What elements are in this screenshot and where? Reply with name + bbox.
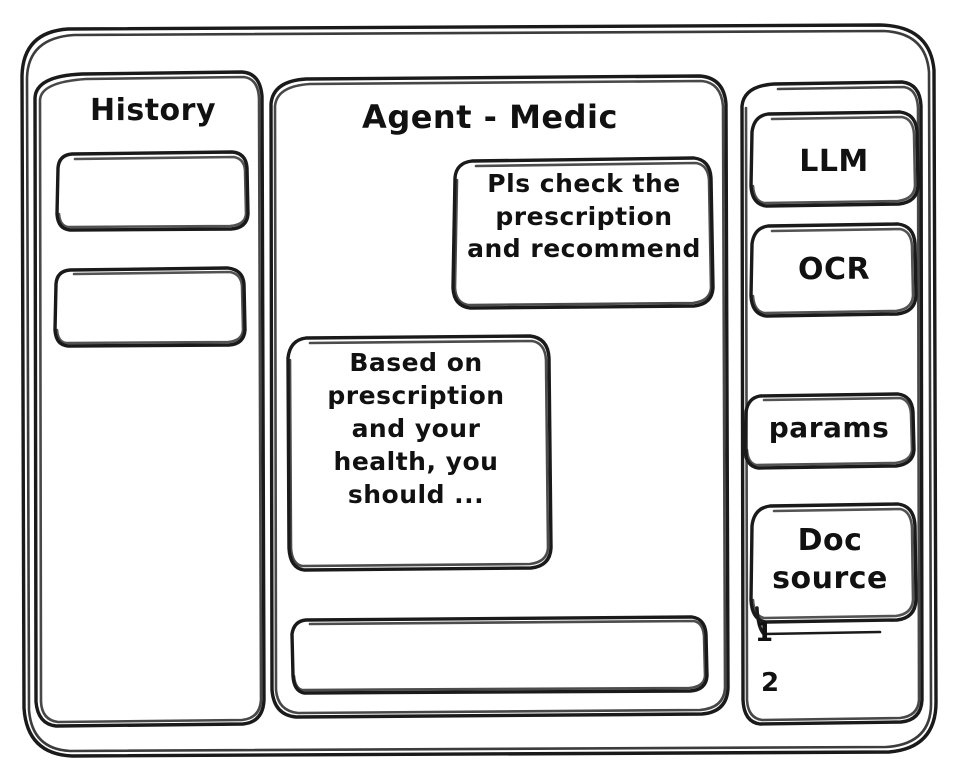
doc-source-button[interactable]: Doc source	[772, 523, 888, 597]
user-message-text: Pls check the prescription and recommend	[467, 169, 701, 263]
doc-source-item-2[interactable]: 2	[761, 668, 780, 698]
tool-button-llm[interactable]: LLM	[799, 144, 869, 179]
page-title: Agent - Medic	[362, 98, 618, 136]
assistant-message-text: Based on prescription and your health, y…	[327, 348, 505, 509]
composer-input[interactable]	[292, 618, 707, 692]
tool-button-ocr[interactable]: OCR	[797, 252, 871, 287]
doc-source-item-1[interactable]: 1	[755, 618, 774, 648]
tool-button-params[interactable]: params	[768, 411, 890, 444]
history-panel-title: History	[89, 93, 217, 128]
history-item-2[interactable]	[55, 268, 246, 346]
history-item-1[interactable]	[57, 152, 249, 230]
